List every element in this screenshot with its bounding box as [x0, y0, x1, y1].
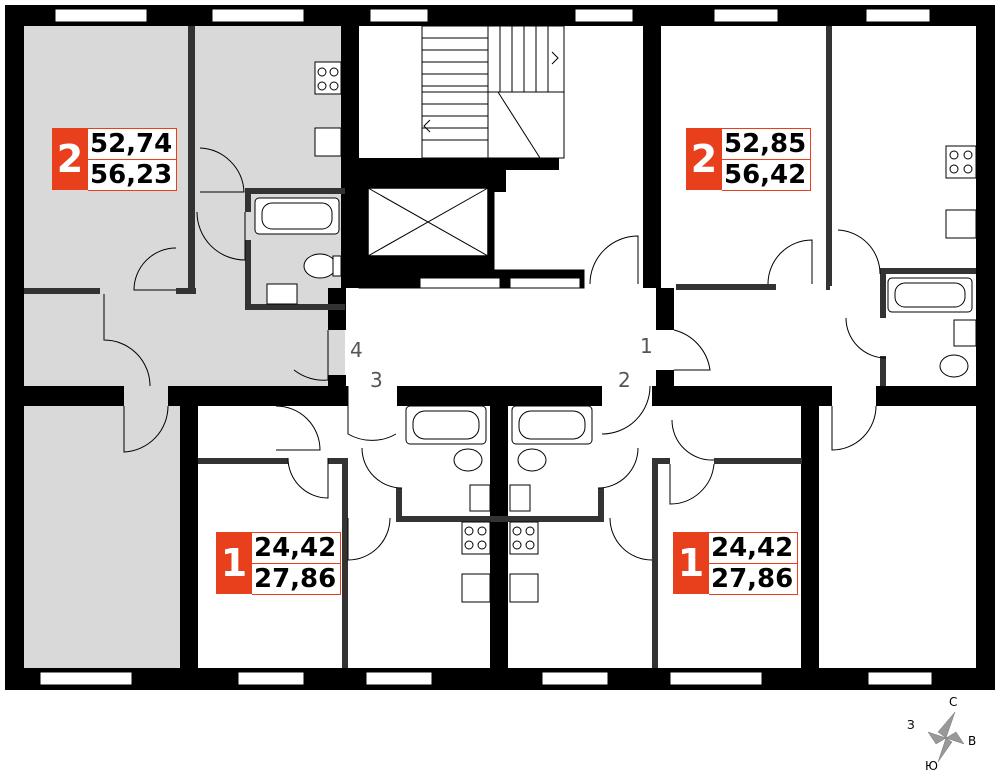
apartment-badge-2-right[interactable]: 2 52,85 56,42 [686, 128, 811, 191]
area-with-balcony: 56,23 [90, 160, 173, 190]
area-block: 24,42 27,86 [709, 532, 798, 595]
area-block: 24,42 27,86 [252, 532, 341, 595]
area-with-balcony: 27,86 [254, 564, 337, 594]
area-with-balcony: 56,42 [724, 160, 807, 190]
compass-south: Ю [925, 759, 938, 773]
apartment-badge-2-left[interactable]: 2 52,74 56,23 [52, 128, 177, 191]
door-number-3: 3 [370, 368, 383, 392]
area-total: 52,85 [722, 129, 810, 160]
partitions [24, 26, 976, 668]
plumbing [254, 61, 977, 603]
compass-icon [927, 711, 965, 763]
elevator [358, 169, 585, 289]
area-block: 52,85 56,42 [722, 128, 811, 191]
compass-east: В [968, 734, 977, 748]
door-number-4: 4 [350, 338, 363, 362]
windows-top [54, 8, 931, 23]
area-block: 52,74 56,23 [88, 128, 177, 191]
door-number-2: 2 [618, 368, 631, 392]
room-count: 2 [52, 128, 88, 190]
doors [103, 147, 887, 561]
compass-west: З [907, 718, 915, 732]
area-total: 24,42 [252, 533, 340, 564]
compass-north: С [949, 695, 958, 709]
apartment-badge-1-right[interactable]: 1 24,42 27,86 [673, 532, 798, 595]
inner-walls [24, 26, 976, 668]
room-count: 2 [686, 128, 722, 190]
door-number-1: 1 [640, 334, 653, 358]
area-total: 52,74 [88, 129, 176, 160]
windows-bottom [39, 671, 933, 686]
apartment-badge-1-left[interactable]: 1 24,42 27,86 [216, 532, 341, 595]
area-with-balcony: 27,86 [711, 564, 794, 594]
stairwell [421, 25, 565, 159]
area-total: 24,42 [709, 533, 797, 564]
room-count: 1 [216, 532, 252, 594]
room-count: 1 [673, 532, 709, 594]
